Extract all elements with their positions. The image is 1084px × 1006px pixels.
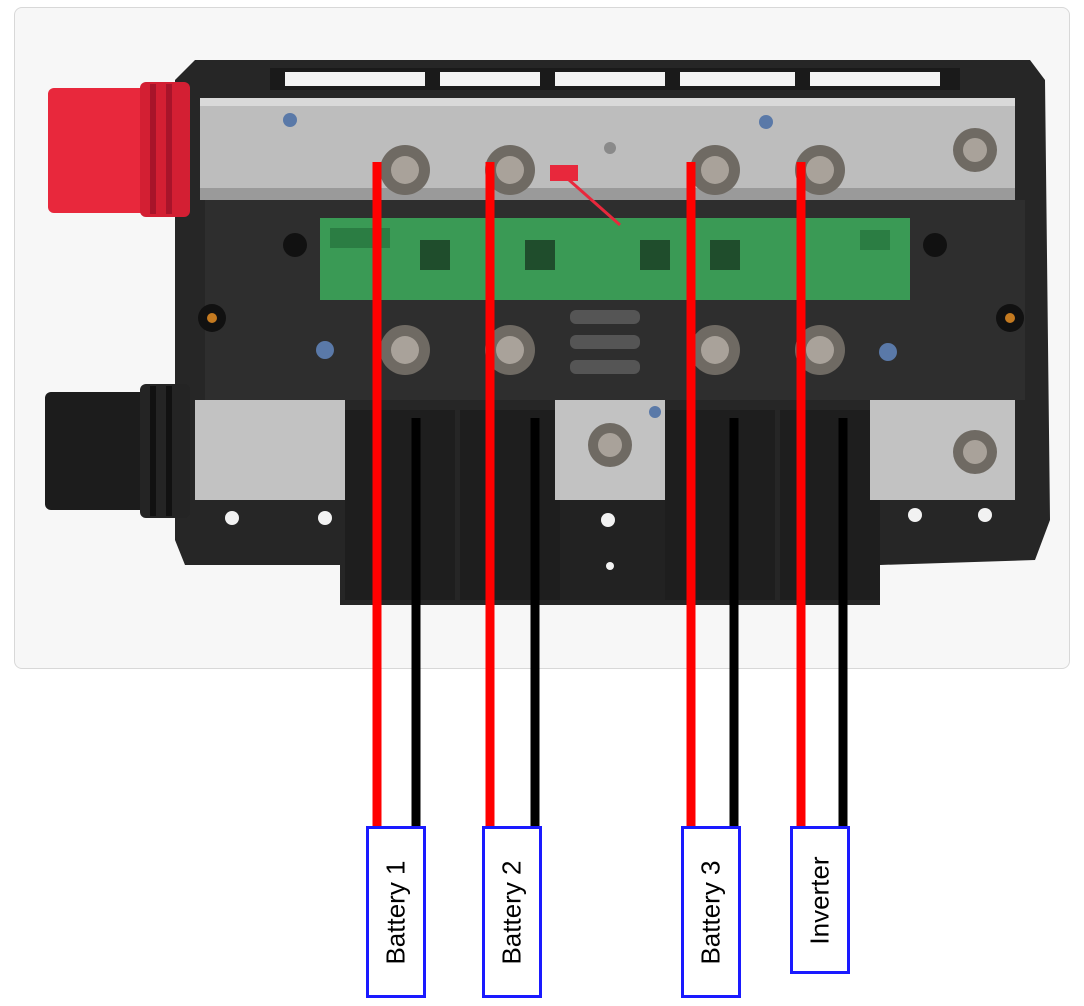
inverter-label-text: Inverter — [804, 855, 835, 945]
pcb — [320, 165, 910, 300]
positive-busbar — [200, 98, 1015, 200]
positive-bolts — [380, 145, 845, 195]
battery-3-label: Battery 3 — [681, 826, 741, 998]
battery-3-label-text: Battery 3 — [695, 859, 726, 965]
battery-2-label-text: Battery 2 — [496, 859, 527, 965]
wire-battery-3 — [686, 162, 739, 828]
middle-bolts — [316, 310, 897, 375]
positive-connector-cap — [48, 82, 190, 217]
negative-busbar — [195, 400, 1015, 500]
negative-connector-cap — [45, 384, 190, 518]
inverter-label: Inverter — [790, 826, 850, 974]
battery-2-label: Battery 2 — [482, 826, 542, 998]
wire-battery-2 — [485, 162, 540, 828]
battery-1-label-text: Battery 1 — [380, 859, 411, 965]
wire-inverter — [796, 162, 848, 828]
battery-1-label: Battery 1 — [366, 826, 426, 998]
wire-battery-1 — [372, 162, 421, 828]
